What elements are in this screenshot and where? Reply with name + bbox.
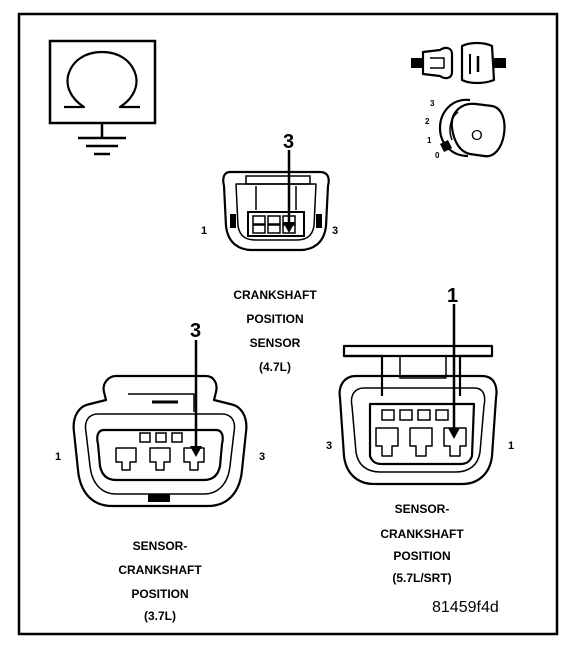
pin-left-3-7l: 1 <box>55 451 61 463</box>
connector-3-7l: 3 1 3 <box>55 320 265 508</box>
pin-right-3-7l: 3 <box>259 451 265 463</box>
connector-4-7l: 3 1 3 <box>201 131 338 252</box>
caption-line: POSITION <box>246 312 303 326</box>
figure-id: 81459f4d <box>432 599 499 616</box>
probe-pin-4-7l: 3 <box>283 131 294 153</box>
pin-left-4-7l: 1 <box>201 225 207 237</box>
caption-line: POSITION <box>131 587 188 601</box>
ignition-position-2: 2 <box>425 117 430 126</box>
probe-pin-3-7l: 3 <box>190 320 201 342</box>
pin-right-4-7l: 3 <box>332 225 338 237</box>
key-label: O <box>471 127 483 144</box>
caption-line: (4.7L) <box>259 360 291 374</box>
caption-line: (3.7L) <box>144 609 176 623</box>
caption-line: CRANKSHAFT <box>233 288 317 302</box>
disconnected-connector-icon <box>411 41 506 85</box>
caption-line: SENSOR <box>250 336 301 350</box>
caption-3-7l: SENSOR- CRANKSHAFT POSITION (3.7L) <box>118 539 202 623</box>
ignition-key-off-icon: O 3 2 1 0 <box>425 98 506 160</box>
ohm-ground-icon <box>48 39 157 156</box>
ignition-position-1: 1 <box>427 136 432 145</box>
pin-right-5-7l-srt: 1 <box>508 440 514 452</box>
connector-5-7l-srt: 1 3 1 <box>326 285 514 486</box>
caption-4-7l: CRANKSHAFT POSITION SENSOR (4.7L) <box>233 288 317 374</box>
caption-line: (5.7L/SRT) <box>392 571 451 585</box>
ignition-position-3: 3 <box>430 99 435 108</box>
diagram-border <box>17 12 559 636</box>
caption-line: CRANKSHAFT <box>380 527 464 541</box>
caption-line: SENSOR- <box>133 539 188 553</box>
probe-pin-5-7l-srt: 1 <box>447 285 458 307</box>
caption-line: CRANKSHAFT <box>118 563 202 577</box>
caption-line: POSITION <box>393 549 450 563</box>
ignition-position-0: 0 <box>435 151 440 160</box>
caption-5-7l-srt: SENSOR- CRANKSHAFT POSITION (5.7L/SRT) <box>380 502 464 585</box>
pin-left-5-7l-srt: 3 <box>326 440 332 452</box>
caption-line: SENSOR- <box>395 502 450 516</box>
